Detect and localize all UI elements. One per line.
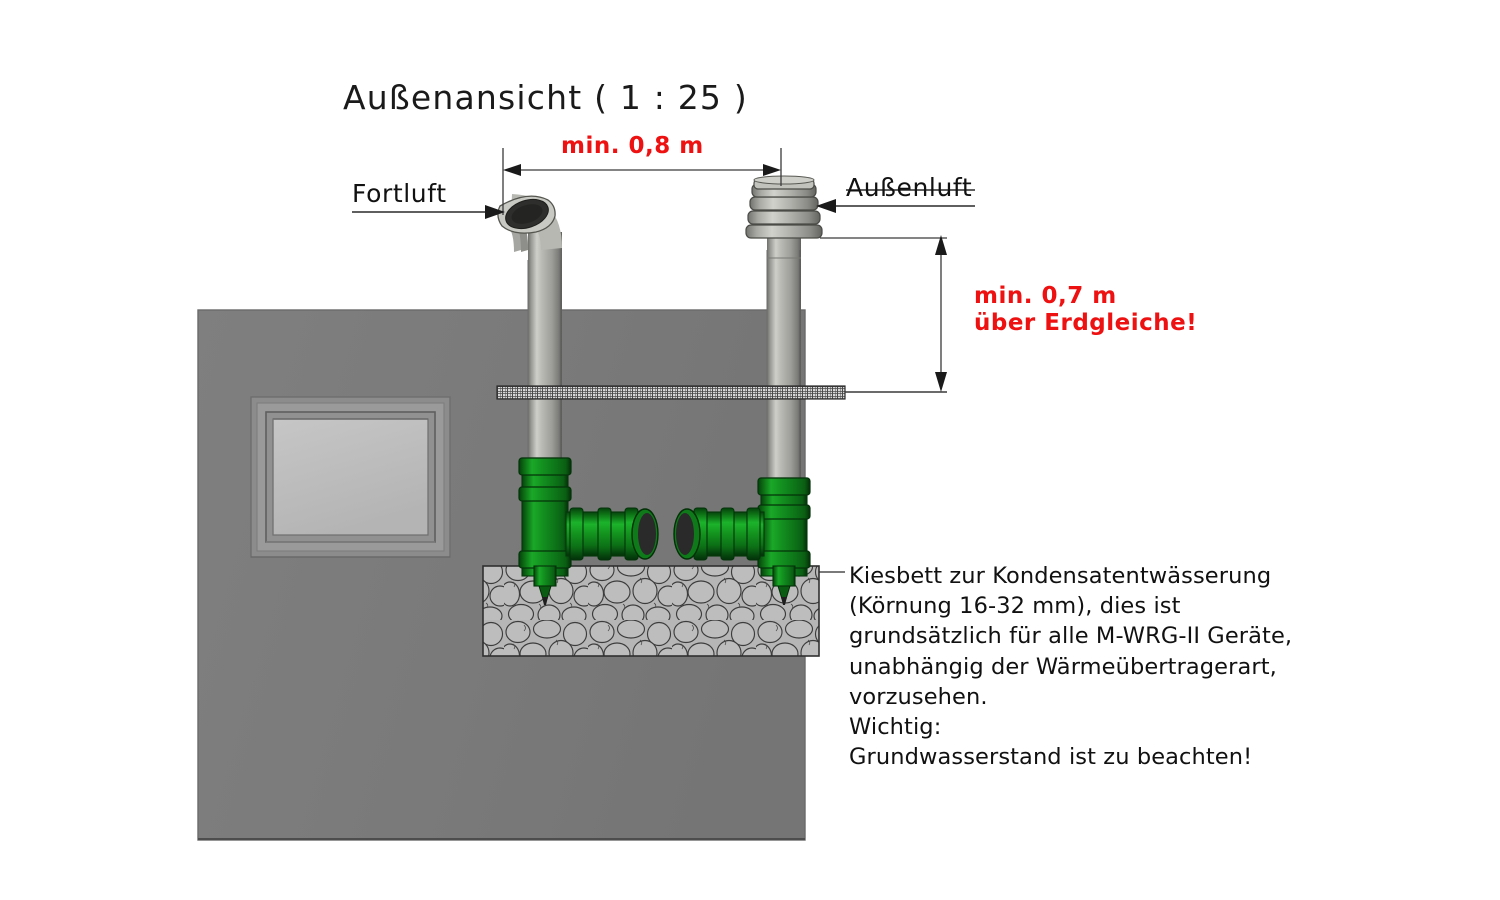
- outdoor-air-rain-hood: [745, 175, 823, 239]
- note-line-1: Kiesbett zur Kondensatentwässerung: [849, 563, 1272, 589]
- wall-window: [250, 396, 451, 558]
- exhaust-air-leader: [352, 205, 505, 219]
- note-line-5: vorzusehen.: [849, 684, 988, 710]
- label-aussenluft: Außenluft: [846, 173, 973, 202]
- note-line-2: (Körnung 16-32 mm), dies ist: [849, 593, 1181, 619]
- dimension-horizontal-label: min. 0,8 m: [561, 133, 704, 159]
- page-title: Außenansicht ( 1 : 25 ): [343, 78, 748, 117]
- exhaust-air-pipe: [497, 194, 562, 472]
- ground-grade-line: [496, 385, 947, 400]
- label-fortluft: Fortluft: [352, 179, 447, 208]
- vertical-dimension: [820, 235, 947, 392]
- note-line-3: grundsätzlich für alle M-WRG-II Geräte,: [849, 623, 1293, 649]
- dimension-vertical-label-line1: min. 0,7 m: [974, 283, 1117, 309]
- left-green-tee-fitting: [518, 457, 659, 605]
- note-line-6: Wichtig:: [849, 714, 942, 740]
- outdoor-air-leader: [816, 189, 975, 213]
- horizontal-dimension: [502, 148, 782, 215]
- note-line-4: unabhängig der Wärmeübertragerart,: [849, 654, 1277, 680]
- outdoor-air-pipe: [766, 228, 801, 490]
- note-line-7: Grundwasserstand ist zu beachten!: [849, 744, 1253, 770]
- dimension-vertical-label-line2: über Erdgleiche!: [974, 310, 1198, 336]
- gravel-drainage-bed: [482, 565, 820, 657]
- right-green-tee-fitting: [673, 477, 811, 605]
